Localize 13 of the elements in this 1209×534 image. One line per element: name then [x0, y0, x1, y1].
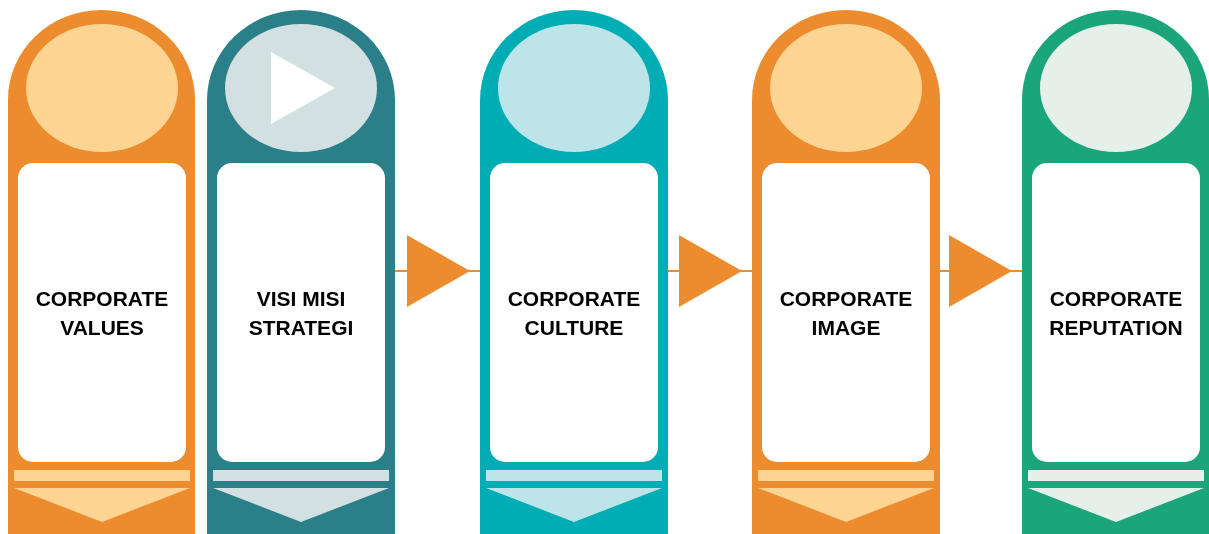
pillar-label: CORPORATE REPUTATION — [1048, 285, 1184, 341]
arrow — [394, 235, 481, 307]
arrow — [667, 235, 753, 307]
pillar-shape — [752, 10, 940, 534]
pillar-label: CORPORATE VALUES — [34, 285, 170, 341]
pillar-shape — [207, 10, 395, 534]
pillar-shape — [1022, 10, 1209, 534]
pillar-label: CORPORATE CULTURE — [506, 285, 642, 341]
pillar-label: CORPORATE IMAGE — [778, 285, 914, 341]
pillar-shape — [8, 10, 195, 534]
pillar-shape — [480, 10, 668, 534]
pillar-label: VISI MISI STRATEGI — [248, 285, 354, 341]
arrow — [939, 235, 1023, 307]
